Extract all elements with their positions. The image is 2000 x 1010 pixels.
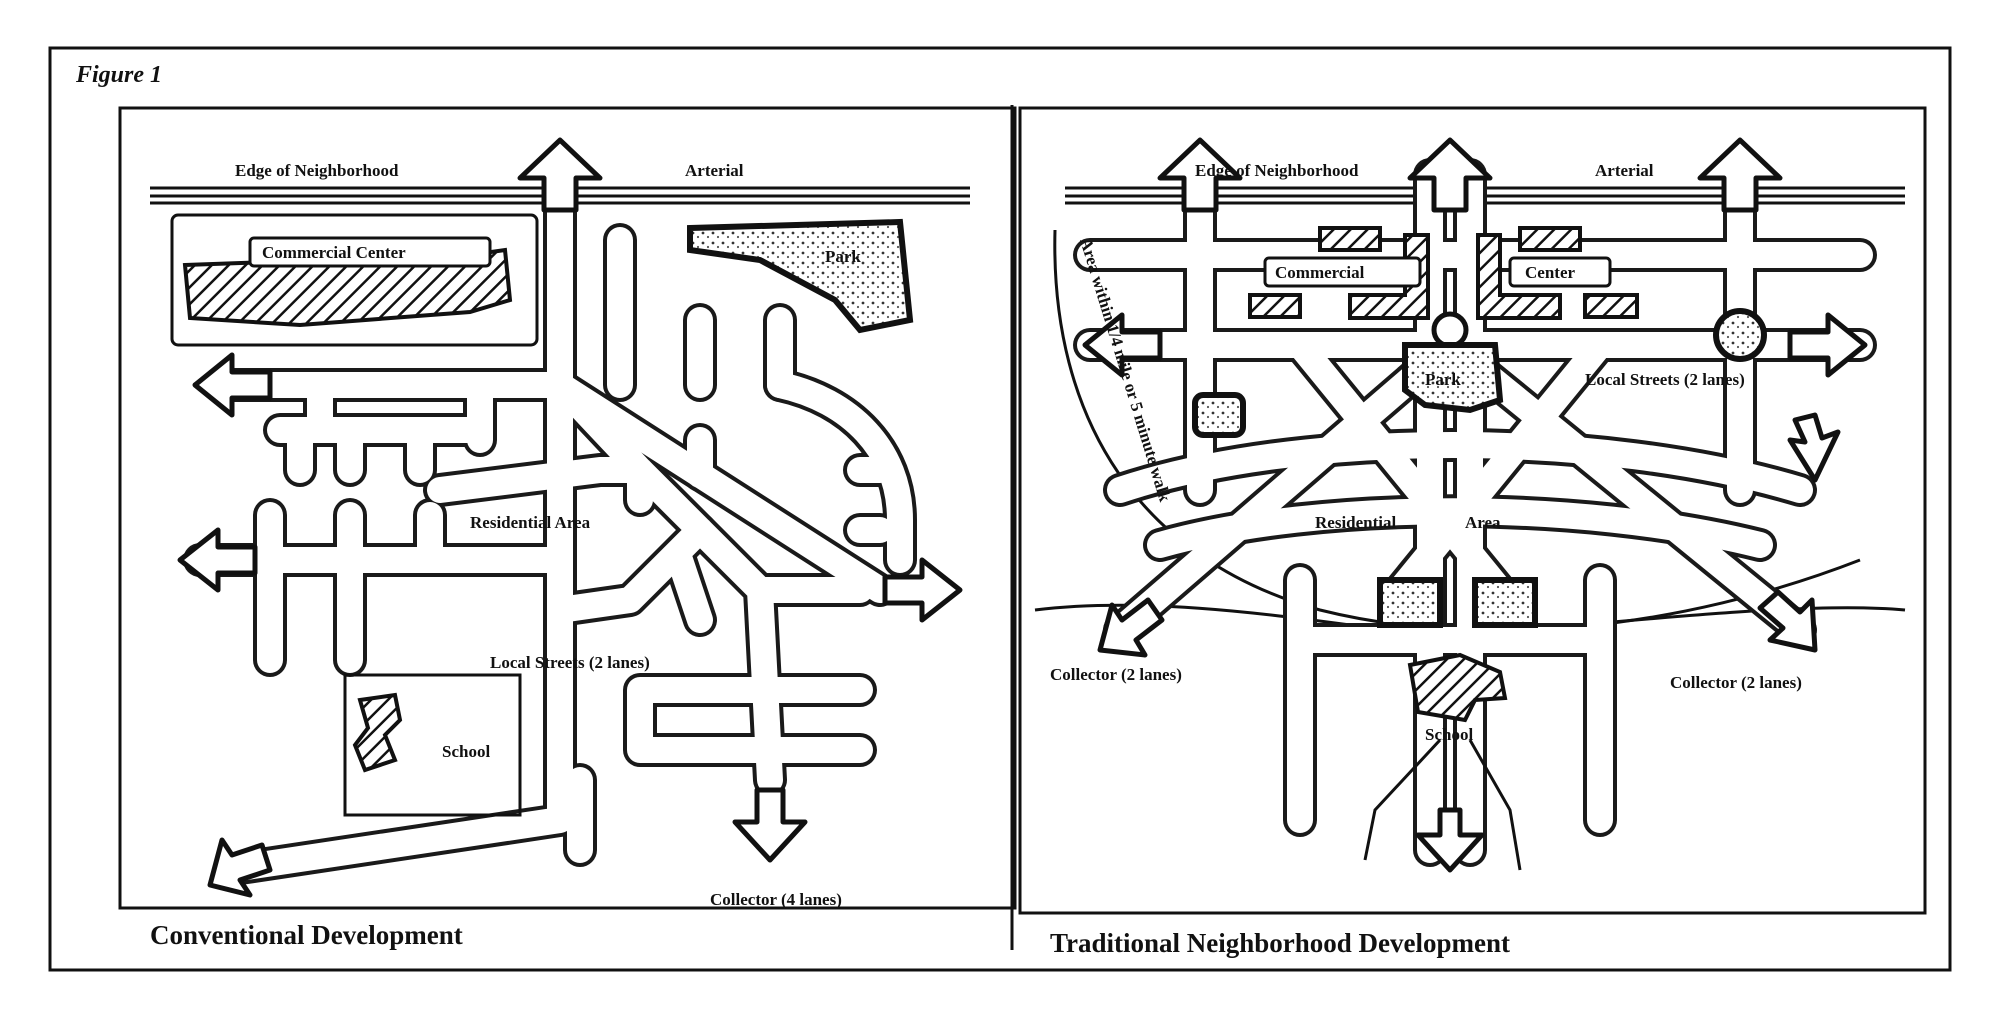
traditional-caption: Traditional Neighborhood Development xyxy=(1050,928,1510,958)
traditional-walk-radius xyxy=(1053,229,1861,632)
traditional-label-collector-left: Collector (2 lanes) xyxy=(1050,665,1182,684)
traditional-label-edge: Edge of Neighborhood xyxy=(1195,161,1359,180)
traditional-label-school: School xyxy=(1425,725,1473,744)
conventional-label-park: Park xyxy=(825,247,861,266)
traditional-panel: Edge of Neighborhood Arterial Commercial… xyxy=(1018,106,1927,958)
conventional-school-lot xyxy=(343,673,522,817)
traditional-building-5 xyxy=(1476,233,1562,320)
traditional-arrow-east xyxy=(1787,312,1868,378)
conventional-road-network xyxy=(183,158,917,885)
conventional-arrow-east xyxy=(882,557,963,623)
conventional-commercial-label-box xyxy=(248,236,492,268)
conventional-arrow-west-upper xyxy=(192,352,273,418)
conventional-label-arterial: Arterial xyxy=(685,161,744,180)
traditional-school-sightlines xyxy=(1363,738,1522,871)
traditional-park-south-right xyxy=(1472,577,1538,628)
traditional-park-central xyxy=(1402,342,1504,414)
conventional-arrow-southwest xyxy=(207,837,273,898)
traditional-panel-frame xyxy=(1018,106,1927,915)
conventional-arrow-west-lower xyxy=(177,527,258,593)
traditional-arrow-west xyxy=(1082,312,1163,378)
traditional-label-center: Center xyxy=(1525,263,1575,282)
traditional-roundabout xyxy=(1431,311,1469,349)
traditional-label-collector-right: Collector (2 lanes) xyxy=(1670,673,1802,692)
traditional-roundabout-east xyxy=(1713,308,1767,362)
traditional-park-south-left xyxy=(1377,577,1443,628)
traditional-label-commercial: Commercial xyxy=(1275,263,1365,282)
conventional-caption: Conventional Development xyxy=(150,920,463,950)
conventional-label-school: School xyxy=(442,742,490,761)
traditional-park-west xyxy=(1192,392,1246,438)
traditional-arrow-southeast xyxy=(1757,589,1818,653)
traditional-label-residential: Residential xyxy=(1315,513,1397,532)
conventional-panel: Edge of Neighborhood Arterial Commercial… xyxy=(118,106,1017,950)
traditional-label-walk: Area within 1/4 mile or 5 minute walk xyxy=(1076,236,1175,505)
traditional-arrow-southwest xyxy=(1097,597,1165,658)
traditional-label-park: Park xyxy=(1425,370,1461,389)
outer-frame xyxy=(48,46,1952,972)
traditional-arrow-north-center xyxy=(1407,137,1493,213)
conventional-commercial-lot xyxy=(170,213,539,347)
conventional-arrow-south xyxy=(732,787,808,863)
conventional-label-commercial: Commercial Center xyxy=(262,243,406,262)
traditional-arrow-north-left xyxy=(1157,137,1243,213)
conventional-label-local: Local Streets (2 lanes) xyxy=(490,653,650,672)
traditional-building-4 xyxy=(1348,233,1430,320)
traditional-arrow-south xyxy=(1415,807,1485,873)
traditional-building-2 xyxy=(1518,226,1582,252)
traditional-arrow-east-mid xyxy=(1787,412,1841,483)
conventional-park xyxy=(687,218,914,334)
traditional-commercial-label-box xyxy=(1263,256,1422,288)
conventional-panel-frame xyxy=(118,106,1017,910)
traditional-center-label-box xyxy=(1508,256,1612,288)
traditional-building-3 xyxy=(1248,293,1302,319)
traditional-school-building xyxy=(1407,652,1508,723)
traditional-arrow-north-right xyxy=(1697,137,1783,213)
conventional-label-collector: Collector (4 lanes) xyxy=(710,890,842,909)
conventional-arrow-north xyxy=(517,137,603,213)
traditional-building-6 xyxy=(1583,293,1639,319)
traditional-building-1 xyxy=(1318,226,1382,252)
traditional-label-local: Local Streets (2 lanes) xyxy=(1585,370,1745,389)
traditional-label-area: Area xyxy=(1465,513,1501,532)
traditional-label-arterial: Arterial xyxy=(1595,161,1654,180)
figure-label: Figure 1 xyxy=(75,62,162,88)
conventional-school-building xyxy=(352,692,403,773)
conventional-label-edge: Edge of Neighborhood xyxy=(235,161,399,180)
conventional-label-residential: Residential Area xyxy=(470,513,591,532)
